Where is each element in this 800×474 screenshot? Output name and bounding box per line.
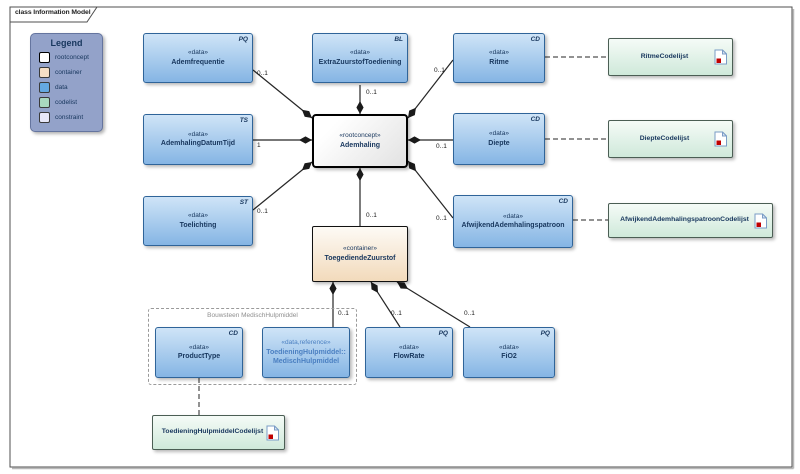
type-badge: CD (228, 330, 238, 337)
multiplicity-medischhulpmiddel: 0..1 (338, 310, 349, 317)
node-name: AdemhalingDatumTijd (160, 140, 236, 148)
node-fio2[interactable]: PQ «data» FiO2 (463, 327, 555, 378)
group-label: Bouwsteen MedischHulpmiddel (207, 312, 298, 319)
stereotype: «data» (489, 130, 509, 138)
node-extrazuurstoftoediening[interactable]: BL «data» ExtraZuurstofToediening (312, 33, 408, 83)
multiplicity-toelichting: 0..1 (257, 208, 268, 215)
codelist-name: AfwijkendAdemhalingspatroonCodelijst (620, 216, 749, 224)
legend-swatch-constraint (39, 112, 50, 123)
legend-item-rootconcept: rootconcept (39, 52, 102, 63)
codelist-diepte[interactable]: DiepteCodelijst (608, 120, 733, 158)
type-badge: CD (530, 36, 540, 43)
stereotype: «data» (503, 212, 523, 220)
legend-label: constraint (55, 114, 84, 121)
legend-item-data: data (39, 82, 102, 93)
codelist-afwijkendademhalingspatroon[interactable]: AfwijkendAdemhalingspatroonCodelijst (608, 203, 773, 238)
node-toelichting[interactable]: ST «data» Toelichting (143, 196, 253, 246)
node-name: Ritme (489, 58, 509, 66)
multiplicity-afwijkend: 0..1 (436, 215, 447, 222)
node-name: ToegediendeZuurstof (324, 254, 396, 262)
stereotype: «data» (188, 130, 208, 138)
node-toegediendezuurstof[interactable]: «container» ToegediendeZuurstof (312, 226, 408, 282)
node-name: Ademhaling (339, 141, 381, 149)
node-ademhaling[interactable]: «rootconcept» Ademhaling (312, 114, 408, 168)
legend: Legend rootconcept container data codeli… (30, 33, 103, 132)
type-badge: CD (530, 116, 540, 123)
stereotype: «data» (189, 343, 209, 351)
codelist-name: DiepteCodelijst (639, 134, 690, 142)
multiplicity-diepte: 0..1 (436, 143, 447, 150)
legend-label: codelist (55, 99, 78, 106)
node-afwijkendademhalingspatroon[interactable]: CD «data» AfwijkendAdemhalingspatroon (453, 195, 573, 248)
multiplicity-ademhalingdatumtijd: 1 (257, 142, 261, 149)
document-icon (714, 48, 728, 65)
codelist-name: RitmeCodelijst (640, 52, 689, 60)
node-name-line2: MedischHulpmiddel (272, 357, 340, 365)
type-badge: PQ (438, 330, 448, 337)
legend-item-container: container (39, 67, 102, 78)
stereotype: «data,reference» (281, 339, 331, 347)
multiplicity-flowrate: 0..1 (391, 310, 402, 317)
stereotype: «data» (188, 212, 208, 220)
diagram-tab-label: class Information Model (15, 9, 91, 16)
diagram-tab-shape (9, 6, 98, 23)
stereotype: «data» (350, 49, 370, 57)
node-medischhulpmiddel[interactable]: «data,reference» ToedieningHulpmiddel:: … (262, 327, 350, 378)
type-badge: TS (239, 117, 248, 124)
legend-swatch-data (39, 82, 50, 93)
multiplicity-extrazuurstof: 0..1 (366, 89, 377, 96)
document-icon (754, 212, 768, 228)
document-icon (714, 130, 728, 147)
node-name: ProductType (177, 353, 221, 361)
frame-border (9, 6, 795, 470)
node-name: Toelichting (179, 221, 217, 229)
legend-swatch-rootconcept (39, 52, 50, 63)
codelist-ritme[interactable]: RitmeCodelijst (608, 38, 733, 76)
node-name: ExtraZuurstofToediening (318, 58, 402, 66)
stereotype: «data» (399, 343, 419, 351)
node-name: AfwijkendAdemhalingspatroon (461, 222, 565, 230)
type-badge: BL (394, 36, 403, 43)
codelist-toedieninghulpmiddel[interactable]: ToedieningHulpmiddelCodelijst (152, 415, 285, 450)
stereotype: «data» (489, 49, 509, 57)
stereotype: «data» (188, 49, 208, 57)
document-icon (266, 424, 280, 440)
group-bouwsteen-medischhulpmiddel: Bouwsteen MedischHulpmiddel (148, 308, 357, 385)
legend-item-codelist: codelist (39, 97, 102, 108)
multiplicity-toegediendezuurstof: 0..1 (366, 212, 377, 219)
type-badge: PQ (540, 330, 550, 337)
multiplicity-ademfrequentie: 0..1 (257, 70, 268, 77)
type-badge: ST (239, 199, 248, 206)
node-flowrate[interactable]: PQ «data» FlowRate (365, 327, 453, 378)
codelist-links (198, 56, 608, 415)
legend-swatch-container (39, 67, 50, 78)
legend-label: rootconcept (55, 54, 89, 61)
node-name: FiO2 (501, 353, 517, 361)
node-name: Ademfrequentie (171, 58, 225, 66)
legend-label: container (55, 69, 82, 76)
stereotype: «data» (499, 343, 519, 351)
legend-item-constraint: constraint (39, 112, 102, 123)
type-badge: CD (558, 198, 568, 205)
multiplicity-ritme: 0..1 (434, 67, 445, 74)
legend-swatch-codelist (39, 97, 50, 108)
composition-links (252, 59, 471, 328)
type-badge: PQ (238, 36, 248, 43)
legend-label: data (55, 84, 68, 91)
stereotype: «container» (343, 245, 377, 253)
stereotype: «rootconcept» (339, 132, 381, 140)
node-diepte[interactable]: CD «data» Diepte (453, 113, 545, 165)
node-name-line1: ToedieningHulpmiddel:: (266, 348, 346, 356)
node-name: FlowRate (393, 353, 425, 361)
node-ademhalingdatumtijd[interactable]: TS «data» AdemhalingDatumTijd (143, 114, 253, 165)
node-ademfrequentie[interactable]: PQ «data» Ademfrequentie (143, 33, 253, 83)
codelist-name: ToedieningHulpmiddelCodelijst (161, 428, 264, 436)
multiplicity-fio2: 0..1 (464, 310, 475, 317)
node-ritme[interactable]: CD «data» Ritme (453, 33, 545, 83)
node-name: Diepte (488, 139, 510, 147)
legend-title: Legend (50, 38, 83, 48)
node-producttype[interactable]: CD «data» ProductType (155, 327, 243, 378)
